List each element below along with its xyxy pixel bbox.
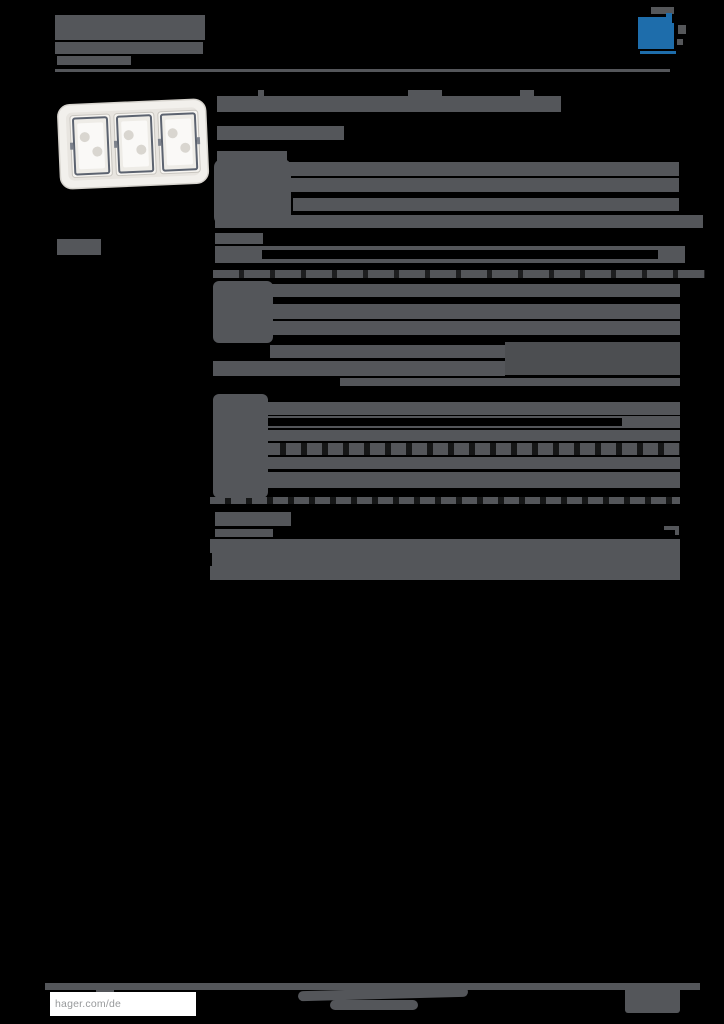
hager-logo-glyph bbox=[638, 7, 686, 54]
redacted-title-ascender bbox=[258, 90, 264, 97]
redacted-document-subtitle-line bbox=[55, 42, 203, 54]
redacted-footer-text bbox=[330, 1000, 418, 1010]
redacted-product-title bbox=[217, 96, 561, 112]
redacted-text-line bbox=[210, 539, 680, 553]
redacted-text-line bbox=[210, 566, 680, 580]
redacted-section-heading bbox=[217, 126, 344, 140]
redacted-text-line bbox=[217, 162, 679, 176]
redacted-table-row bbox=[215, 246, 685, 263]
redacted-text-line bbox=[215, 233, 263, 244]
footer-website-url: hager.com/de bbox=[55, 998, 122, 1010]
redacted-text-line bbox=[215, 529, 273, 537]
redacted-text-line bbox=[217, 178, 679, 192]
redacted-title-ascender bbox=[520, 90, 534, 97]
redacted-text-line bbox=[265, 402, 680, 415]
corner-arrow-icon bbox=[664, 525, 681, 535]
redacted-text-line bbox=[293, 198, 679, 211]
redacted-margin-label bbox=[57, 239, 101, 255]
footer-divider-bar bbox=[45, 983, 700, 990]
redacted-text-line bbox=[213, 361, 505, 376]
redacted-text-line bbox=[215, 215, 703, 228]
redacted-text-line bbox=[340, 378, 680, 386]
redacted-table-row-gap bbox=[268, 418, 622, 426]
redacted-divider bbox=[210, 497, 680, 504]
redacted-table-row-gap bbox=[262, 250, 658, 259]
redacted-document-title-line bbox=[55, 15, 205, 40]
redacted-page-number-block bbox=[625, 985, 680, 1013]
redacted-text-line bbox=[213, 472, 680, 488]
redacted-text-line bbox=[213, 270, 705, 278]
redacted-dashed-line bbox=[265, 443, 680, 455]
product-photo-graphic bbox=[57, 98, 210, 190]
redacted-text-line bbox=[265, 457, 680, 469]
redacted-section-heading bbox=[215, 512, 291, 526]
redacted-text-line bbox=[270, 345, 520, 358]
hager-logo bbox=[636, 7, 690, 55]
redacted-text-line bbox=[212, 553, 680, 566]
footer-website-panel: hager.com/de bbox=[50, 992, 196, 1016]
redacted-document-subtitle-line bbox=[57, 56, 131, 65]
redacted-text-line bbox=[247, 321, 680, 335]
header-divider bbox=[55, 69, 670, 72]
product-photo bbox=[54, 90, 212, 195]
redacted-highlight-block bbox=[505, 342, 680, 375]
redacted-text-line bbox=[213, 304, 680, 319]
redacted-table-row bbox=[265, 416, 680, 428]
redacted-text-line bbox=[265, 430, 680, 441]
redacted-text-line bbox=[262, 284, 680, 297]
redacted-title-ascender bbox=[408, 90, 442, 97]
redacted-text-line bbox=[217, 151, 287, 161]
